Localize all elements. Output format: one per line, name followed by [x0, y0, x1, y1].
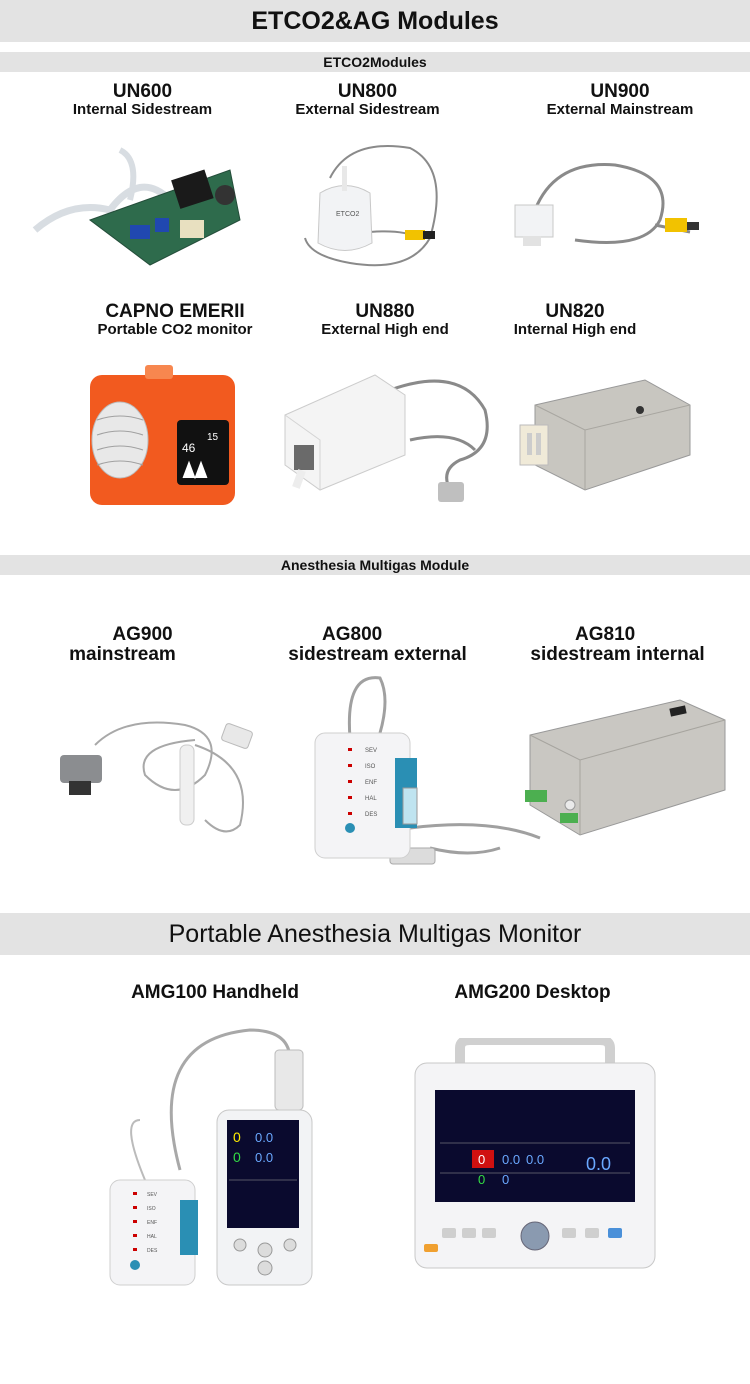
ag800-gas-list: SEV ISO ENF HAL DES: [348, 748, 377, 818]
model-name: AMG100 Handheld: [131, 982, 299, 1003]
capno-screen-value-b: 15: [207, 432, 219, 443]
ag810-module-image: [525, 699, 726, 836]
amg100-gas-list: SEV ISO ENF HAL DES: [133, 1192, 158, 1254]
gas-label: ISO: [365, 764, 376, 770]
amg100-handheld-image: SEV ISO ENF HAL DES 0 0.0 0 0.0: [109, 1028, 313, 1286]
model-desc: External Sidestream: [295, 100, 440, 118]
un880-module-image: [284, 374, 489, 502]
product-label-un820: UN820 Internal High end: [505, 302, 645, 338]
section-title-ag: Anesthesia Multigas Module: [280, 557, 470, 573]
product-label-un900: UN900 External Mainstream: [515, 82, 725, 118]
model-name: CAPNO EMERII: [105, 301, 245, 322]
ag900-sensor-image: [60, 721, 253, 833]
model-name: UN900: [590, 81, 650, 102]
amg200-screen-value: 0.0: [502, 1152, 520, 1167]
gas-label: HAL: [365, 796, 377, 802]
page-title: ETCO2&AG Modules: [251, 6, 499, 35]
section-band-ag: Anesthesia Multigas Module: [0, 555, 750, 575]
gas-label: SEV: [365, 748, 377, 754]
section-band-monitor: Portable Anesthesia Multigas Monitor: [0, 913, 750, 955]
gas-label: DES: [147, 1248, 158, 1254]
gas-label: ISO: [147, 1206, 156, 1212]
un800-module-image: ETCO2: [304, 145, 438, 267]
capno-screen-value-a: 46: [182, 441, 196, 455]
un600-board-image: [32, 147, 241, 266]
svg-text:ETCO2: ETCO2: [336, 211, 359, 218]
section-band-etco2: ETCO2Modules: [0, 52, 750, 72]
model-desc: sidestream internal: [530, 643, 705, 665]
model-desc: mainstream: [69, 643, 176, 665]
model-name: UN800: [337, 81, 398, 102]
ag800-module-image: SEV ISO ENF HAL DES: [314, 676, 541, 865]
capno-emerii-image: 46 15: [90, 365, 235, 505]
model-desc: Portable CO2 monitor: [97, 320, 253, 338]
amg100-screen-value: 0.0: [255, 1130, 273, 1145]
model-desc: External High end: [321, 320, 449, 338]
product-label-un880: UN880 External High end: [310, 302, 460, 338]
amg200-screen-value: 0: [502, 1172, 509, 1187]
gas-label: ENF: [365, 780, 377, 786]
header-band: ETCO2&AG Modules: [0, 0, 750, 42]
amg200-screen-value: 0.0: [526, 1152, 544, 1167]
gas-label: ENF: [147, 1220, 157, 1226]
section-title-etco2: ETCO2Modules: [323, 54, 427, 70]
product-label-un800: UN800 External Sidestream: [280, 82, 455, 118]
amg200-screen-value: 0: [478, 1172, 485, 1187]
section-title-monitor: Portable Anesthesia Multigas Monitor: [168, 919, 582, 948]
un820-module-image: [519, 379, 691, 491]
amg100-screen-value: 0.0: [255, 1150, 273, 1165]
gas-label: DES: [365, 812, 377, 818]
model-name: UN820: [545, 301, 605, 322]
gas-label: HAL: [147, 1234, 157, 1240]
model-name: AG810: [575, 624, 636, 645]
model-desc: Internal High end: [513, 320, 637, 338]
model-name: AG900: [112, 624, 173, 645]
model-name: AMG200 Desktop: [454, 982, 611, 1003]
model-desc: External Mainstream: [546, 100, 694, 118]
amg200-screen-value: 0.0: [586, 1154, 611, 1174]
product-label-amg100: AMG100 Handheld: [110, 983, 320, 1003]
product-label-capno-emerii: CAPNO EMERII Portable CO2 monitor: [70, 302, 280, 338]
amg200-desktop-image: 0 0 0.0 0 0.0 0.0: [414, 1038, 656, 1269]
product-label-ag810: AG810 sidestream internal: [520, 625, 715, 665]
product-label-un600: UN600 Internal Sidestream: [50, 82, 235, 118]
model-name: AG800: [322, 624, 383, 645]
product-label-ag900: AG900 mainstream: [60, 625, 185, 665]
un900-sensor-image: [514, 163, 699, 246]
model-desc: sidestream external: [288, 643, 467, 665]
model-name: UN600: [112, 81, 173, 102]
amg200-screen-value: 0: [478, 1152, 485, 1167]
model-name: UN880: [355, 301, 415, 322]
product-label-amg200: AMG200 Desktop: [425, 983, 640, 1003]
amg100-screen-value: 0: [233, 1129, 241, 1145]
gas-label: SEV: [147, 1192, 158, 1198]
amg100-screen-value: 0: [233, 1149, 241, 1165]
product-label-ag800: AG800 sidestream external: [280, 625, 475, 665]
model-desc: Internal Sidestream: [72, 100, 213, 118]
